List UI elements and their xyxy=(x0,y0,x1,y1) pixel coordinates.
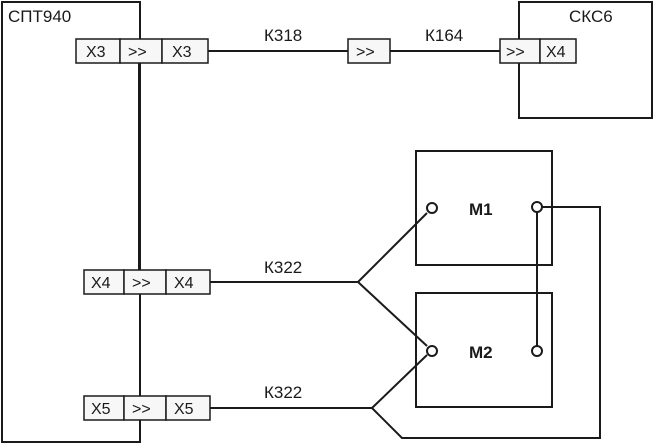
m2-right-terminal xyxy=(531,345,543,357)
m1-left-terminal xyxy=(426,202,438,214)
wires xyxy=(138,50,601,439)
sks6-title: СКС6 xyxy=(569,7,613,26)
m1-label: М1 xyxy=(469,200,493,219)
connector-mid: >> xyxy=(347,38,391,64)
x3-right-label: X3 xyxy=(172,44,192,61)
cable-k322-top-label: К322 xyxy=(264,258,302,277)
mid-arrow-label: >> xyxy=(356,44,375,61)
m2-block xyxy=(415,292,553,408)
x5-left-label: X5 xyxy=(91,401,111,418)
x5-right-label: X5 xyxy=(174,401,194,418)
x4-arrow-label: >> xyxy=(132,275,151,292)
cable-k318-label: К318 xyxy=(264,26,302,45)
spt940-block xyxy=(1,1,141,443)
spt940-title: СПТ940 xyxy=(8,7,71,26)
connector-sks-x4: >> X4 xyxy=(499,38,577,64)
connector-x5: X5 >> X5 xyxy=(83,395,211,421)
m2-left-terminal xyxy=(426,345,438,357)
x3-left-label: X3 xyxy=(86,44,106,61)
cable-k322-bottom-label: К322 xyxy=(264,383,302,402)
connector-x4: X4 >> X4 xyxy=(83,269,211,295)
x3-arrow-label: >> xyxy=(128,44,147,61)
cable-k164-label: К164 xyxy=(425,26,463,45)
sks-x4-label: X4 xyxy=(546,44,566,61)
sks-arrow-label: >> xyxy=(506,44,525,61)
connector-x3: X3 >> X3 xyxy=(75,38,209,64)
x4-right-label: X4 xyxy=(174,275,194,292)
m1-right-terminal xyxy=(531,201,543,213)
m2-label: М2 xyxy=(469,343,493,362)
m1-block xyxy=(415,150,553,266)
x4-left-label: X4 xyxy=(91,275,111,292)
x5-arrow-label: >> xyxy=(132,401,151,418)
